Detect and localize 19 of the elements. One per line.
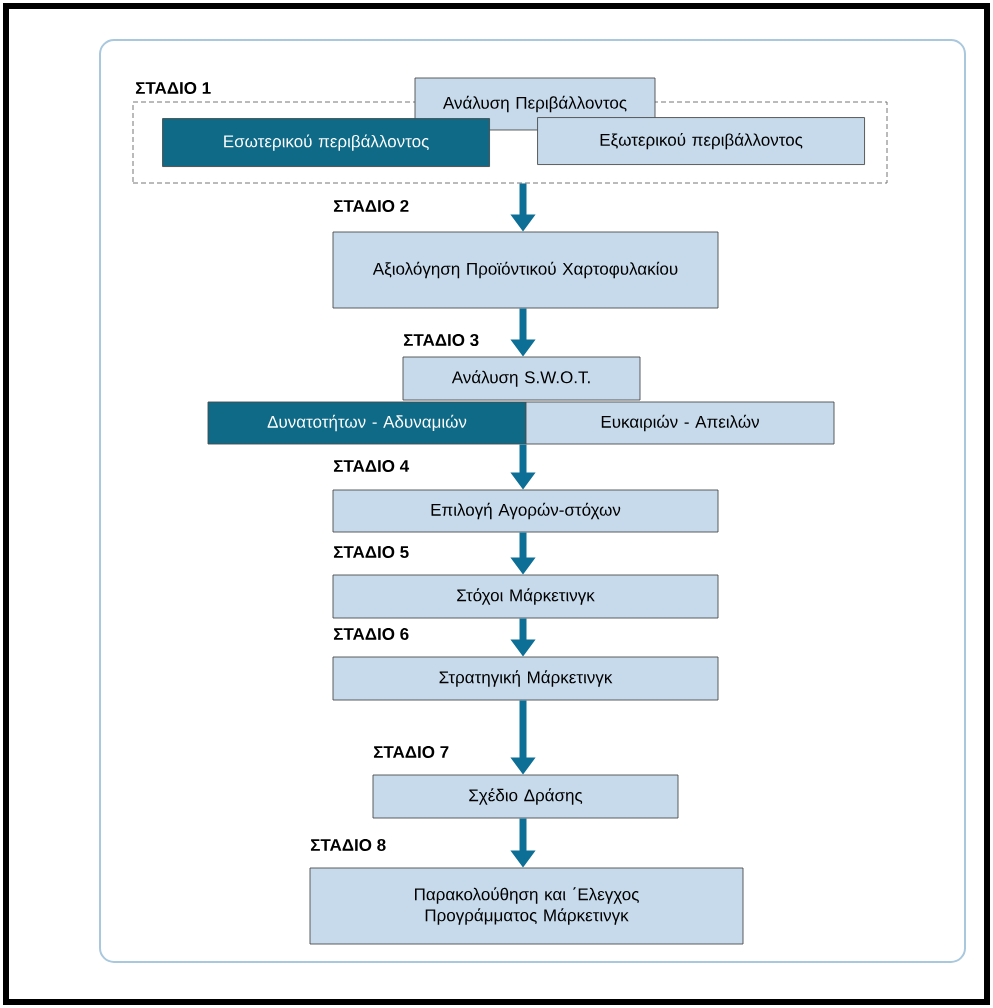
stage-label: ΣΤΑΔΙΟ 5 [333,546,409,559]
highlighted-box: Δυνατοτήτων - Αδυναμιών [207,401,527,445]
stage-label: ΣΤΑΔΙΟ 8 [310,839,386,852]
process-box: Αξιολόγηση Προϊόντικού Χαρτοφυλακίου [332,231,719,309]
process-box: Επιλογή Αγορών-στόχων [332,489,719,533]
process-box: Παρακολούθηση και ΄Ελεγχος Προγράμματος Μάρκετινγκ [309,867,744,945]
process-box: Σχέδιο Δράσης [372,774,679,819]
stage-label: ΣΤΑΔΙΟ 2 [333,200,409,213]
stage-label: ΣΤΑΔΙΟ 6 [333,628,409,641]
stage-label: ΣΤΑΔΙΟ 4 [333,460,410,473]
process-box: Εξωτερικού περιβάλλοντος [537,117,865,165]
process-box: Στρατηγική Μάρκετινγκ [332,656,719,701]
process-box: Στόχοι Μάρκετινγκ [332,574,719,619]
stage-label: ΣΤΑΔΙΟ 3 [403,333,479,347]
stage-label: ΣΤΑΔΙΟ 1 [135,82,211,94]
process-box: Ανάλυση S.W.O.T. [402,356,641,401]
stage-label: ΣΤΑΔΙΟ 7 [373,746,449,759]
highlighted-box: Εσωτερικού περιβάλλοντος [162,118,490,167]
process-box: Ευκαιριών - Απειλών [525,401,835,445]
